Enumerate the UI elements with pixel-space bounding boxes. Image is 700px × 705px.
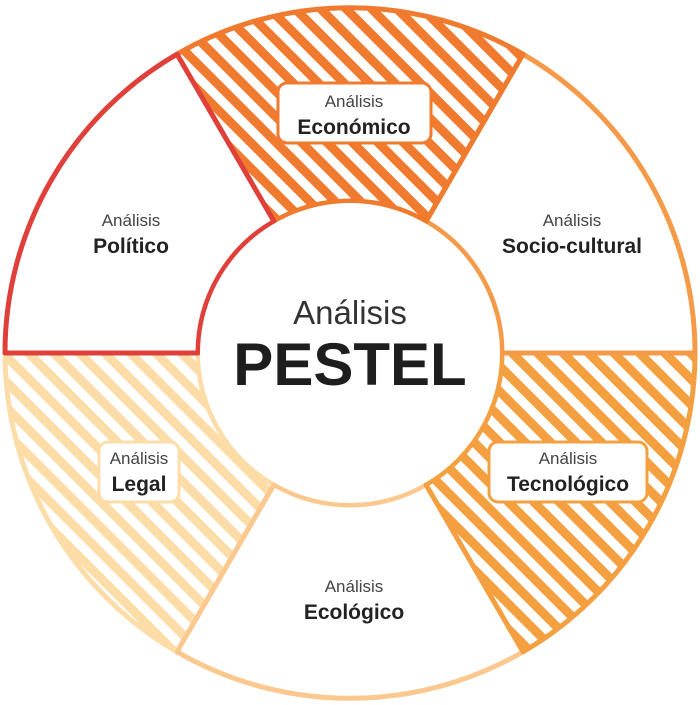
label-politico-big: Político xyxy=(93,235,169,258)
label-sociocultural-small: Análisis xyxy=(543,211,602,230)
label-politico-small: Análisis xyxy=(102,211,161,230)
label-ecologico-small: Análisis xyxy=(325,577,384,596)
label-legal-small: Análisis xyxy=(110,449,169,468)
label-politico: Análisis Político xyxy=(93,211,169,258)
segment-ecologico xyxy=(174,482,526,701)
label-tecnologico-small: Análisis xyxy=(539,449,598,468)
label-box-economico xyxy=(276,81,433,145)
center-title-big: PESTEL xyxy=(233,331,466,398)
label-ecologico: Análisis Ecológico xyxy=(304,577,404,624)
label-sociocultural: Análisis Socio-cultural xyxy=(502,211,642,258)
label-box-tecnologico xyxy=(487,440,649,504)
label-ecologico-big: Ecológico xyxy=(304,601,404,624)
label-tecnologico: Análisis Tecnológico xyxy=(507,449,629,496)
center-circle xyxy=(200,203,500,503)
label-tecnologico-big: Tecnológico xyxy=(507,473,629,496)
segment-politico xyxy=(2,51,277,356)
label-sociocultural-big: Socio-cultural xyxy=(502,235,642,258)
label-economico-small: Análisis xyxy=(325,92,384,111)
label-legal: Análisis Legal xyxy=(110,449,169,496)
label-economico: Análisis Económico xyxy=(297,92,410,139)
label-box-legal xyxy=(97,440,181,504)
center-title-small: Análisis xyxy=(293,294,407,331)
segment-sociocultural xyxy=(423,51,698,356)
label-legal-big: Legal xyxy=(112,473,167,496)
label-economico-big: Económico xyxy=(297,116,410,139)
